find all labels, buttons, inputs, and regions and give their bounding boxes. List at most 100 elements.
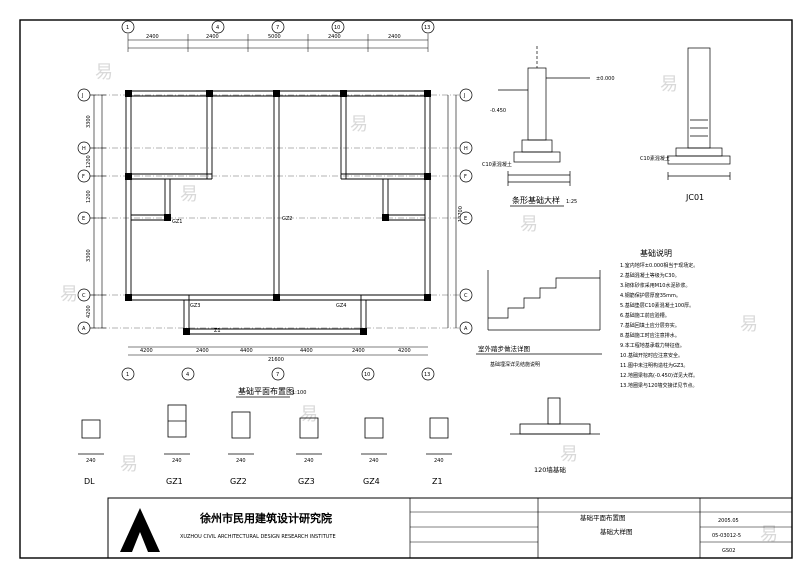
strip-label-c10: C10素混凝土	[482, 161, 512, 168]
axis-right-E: E	[464, 216, 467, 222]
axis-bottom-10: 10	[364, 372, 370, 378]
watermark-layer: 易 易 易 易 易 易 易 易 易 易 易	[60, 62, 778, 545]
col-z1-name: Z1	[432, 477, 443, 486]
col-gz3-dim: 240	[304, 458, 314, 464]
note-10: 10.基础开挖时应注意安全。	[620, 352, 683, 359]
plan-scale: 1:100	[292, 390, 306, 396]
step-detail	[487, 270, 601, 331]
col-gz2-dim: 240	[236, 458, 246, 464]
plan-label-gz3: GZ3	[190, 303, 200, 309]
institute-logo	[120, 508, 160, 552]
note-3: 3.砌体砂浆采用M10水泥砂浆。	[620, 282, 690, 289]
svg-text:易: 易	[350, 114, 368, 135]
col-dl-dim: 240	[86, 458, 96, 464]
jc-detail-title: JC01	[685, 193, 704, 202]
svg-text:易: 易	[120, 454, 138, 475]
svg-text:易: 易	[95, 62, 113, 83]
svg-text:易: 易	[180, 184, 198, 205]
plan-label-gz4: GZ4	[336, 303, 346, 309]
step-detail-caption: 室外踏步做法详图	[478, 344, 530, 353]
dim-top-5: 2400	[388, 34, 401, 40]
foundation-notes: 基础说明 1.室内地坪±0.000相当于现场定。 2.基础混凝土等级为C30。 …	[620, 248, 698, 389]
strip-label-zero: ±0.000	[596, 76, 615, 82]
dim-left-2: 1200	[86, 155, 92, 168]
col-gz2-name: GZ2	[230, 477, 247, 486]
dim-bottom-2: 2400	[196, 348, 209, 354]
plan-label-z1: Z1	[214, 328, 221, 334]
axis-top-7: 7	[276, 25, 279, 31]
axis-right-A: A	[464, 326, 468, 332]
drawing-name-2: 基础大样图	[600, 527, 633, 536]
dim-top-2: 2400	[206, 34, 219, 40]
plan-label-gz1: GZ1	[172, 219, 182, 225]
notes-title: 基础说明	[640, 248, 672, 258]
axis-left-H: H	[82, 146, 86, 152]
dim-left-3: 1200	[86, 190, 92, 203]
jc-detail	[667, 47, 731, 180]
strip-detail-scale: 1:25	[566, 199, 577, 205]
title-block: 徐州市民用建筑设计研究院 XUZHOU CIVIL ARCHITECTURAL …	[107, 497, 793, 559]
plan-label-gz2: GZ2	[282, 216, 292, 222]
axis-left-E: E	[82, 216, 85, 222]
dim-left-4: 3300	[86, 249, 92, 262]
institute-name-en: XUZHOU CIVIL ARCHITECTURAL DESIGN RESEAR…	[180, 534, 336, 540]
jc-label-c10: C10素混凝土	[640, 155, 670, 162]
foundation-plan: 2400 2400 5000 2400 2400 1 4 7 10 13 330…	[77, 20, 473, 398]
axis-left-J: J	[81, 93, 83, 99]
dim-right-total: 12700	[458, 206, 464, 222]
strip-detail-title: 条形基础大样	[512, 195, 560, 205]
drawing-number: 05-03012-5	[712, 533, 741, 539]
note-9: 9.本工程地基承载力特征值。	[620, 342, 685, 349]
note-6: 6.基础施工前应验槽。	[620, 312, 670, 319]
note-4: 4.钢筋保护层厚度35mm。	[620, 292, 681, 299]
axis-left-C: C	[82, 293, 86, 299]
axis-top-10: 10	[334, 25, 340, 31]
plan-title: 基础平面布置图	[238, 386, 294, 396]
dim-top-4: 2400	[328, 34, 341, 40]
dim-bottom-5: 2400	[352, 348, 365, 354]
dim-bottom-6: 4200	[398, 348, 411, 354]
note-12: 12.地圈梁标高(-0.450)详见大样。	[620, 372, 698, 379]
axis-bottom-1: 1	[126, 372, 129, 378]
column-details	[78, 404, 452, 455]
svg-text:易: 易	[520, 214, 538, 235]
col-gz1-dim: 240	[172, 458, 182, 464]
svg-text:易: 易	[560, 444, 578, 465]
dim-left-5: 4200	[86, 305, 92, 318]
svg-text:易: 易	[740, 314, 758, 335]
strip-label-elev: -0.450	[490, 108, 506, 114]
wall-120-detail	[510, 397, 600, 435]
col-dl-name: DL	[84, 477, 95, 486]
col-gz4-name: GZ4	[363, 477, 380, 486]
drawing-name: 基础平面布置图	[580, 513, 626, 522]
dim-bottom-4: 4400	[300, 348, 313, 354]
note-5: 5.基础垫层C10素混凝土100厚。	[620, 302, 694, 309]
sheet-border	[19, 19, 793, 559]
svg-text:易: 易	[660, 74, 678, 95]
drawing-sheet-no: GS02	[722, 548, 735, 554]
axis-top-1: 1	[126, 25, 129, 31]
col-gz1-name: GZ1	[166, 477, 183, 486]
note-13: 13.地圈梁与120墙交接详见节点。	[620, 382, 698, 389]
note-1: 1.室内地坪±0.000相当于现场定。	[620, 262, 698, 269]
col-z1-dim: 240	[434, 458, 444, 464]
note-2: 2.基础混凝土等级为C30。	[620, 272, 680, 279]
axis-left-A: A	[82, 326, 86, 332]
wall-detail-caption: 120墙基础	[534, 465, 566, 474]
axis-top-4: 4	[216, 25, 219, 31]
axis-right-J: J	[463, 93, 465, 99]
col-gz4-dim: 240	[369, 458, 379, 464]
dim-top-1: 2400	[146, 34, 159, 40]
axis-bottom-13: 13	[424, 372, 430, 378]
axis-top-13: 13	[424, 25, 430, 31]
dim-left-1: 3300	[86, 115, 92, 128]
svg-text:易: 易	[60, 284, 78, 305]
note-7: 7.基础回填土应分层夯实。	[620, 322, 680, 329]
institute-name-cn: 徐州市民用建筑设计研究院	[199, 511, 332, 525]
dim-bottom-total: 21600	[268, 357, 284, 363]
col-gz3-name: GZ3	[298, 477, 315, 486]
axis-bottom-4: 4	[186, 372, 189, 378]
dim-bottom-1: 4200	[140, 348, 153, 354]
svg-text:易: 易	[300, 404, 318, 425]
